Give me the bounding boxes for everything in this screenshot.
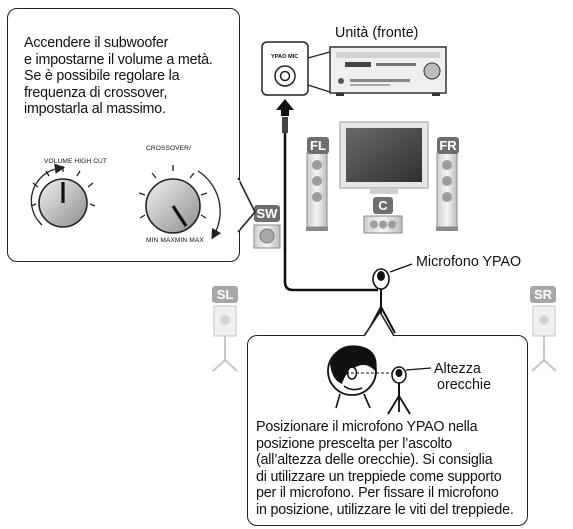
crossover-scale-label: MIN MAXMIN MAX	[146, 237, 204, 244]
front-left-speaker	[306, 152, 328, 231]
subwoofer-instructions-line: e impostarne il volume a metà.	[24, 51, 213, 68]
ear-height-label-line: Altezza	[434, 361, 481, 377]
ypao-mic-jack	[261, 41, 331, 96]
center-speaker	[363, 215, 403, 234]
tag-fl: FL	[307, 137, 329, 154]
tag-c: C	[373, 197, 393, 214]
ypao-mic-jack-label: YPAO MIC	[271, 54, 299, 60]
subwoofer-instructions-line: Se è possibile regolare la	[24, 68, 180, 85]
subwoofer-instructions-line: Accendere il subwoofer	[24, 35, 169, 51]
mic-instructions-text: Posizionare il microfono YPAO nella posi…	[256, 419, 524, 519]
av-receiver	[329, 46, 447, 96]
ear-height-label: Altezza orecchie	[434, 361, 491, 393]
crossover-knob-label: CROSSOVER/	[146, 145, 191, 152]
subwoofer-instructions-line: impostarla al massimo.	[24, 101, 166, 118]
unit-front-label: Unità (fronte)	[335, 25, 419, 41]
front-right-speaker	[436, 152, 458, 231]
tv-screen	[339, 121, 429, 194]
plug-in-arrow	[276, 99, 294, 116]
tag-sr: SR	[530, 286, 556, 303]
mic-label-leader	[389, 263, 413, 273]
ypao-mic-label: Microfono YPAO	[416, 254, 522, 270]
mic-instructions-line: posizione prescelta per l’ascolto	[256, 435, 453, 452]
subwoofer	[253, 224, 281, 249]
microphone-on-tripod	[366, 268, 396, 334]
volume-knob-label: VOLUME HIGH CUT	[44, 158, 108, 165]
mic-instructions-line: (all’altezza delle orecchie). Si consigl…	[256, 452, 493, 469]
tag-sl: SL	[212, 286, 238, 303]
mic-instructions-line: per il microfono. Per fissare il microfo…	[256, 485, 499, 502]
mic-plug	[282, 117, 288, 133]
mic-instructions-callout	[247, 335, 528, 526]
mic-instructions-line: di utilizzare un treppiede come supporto	[256, 468, 502, 485]
mic-cable	[283, 133, 378, 292]
mic-instructions-line: Posizionare il microfono YPAO nella	[256, 419, 478, 435]
subwoofer-instructions-line: frequenza di crossover,	[24, 84, 168, 101]
ear-height-label-line: orecchie	[437, 377, 492, 393]
tag-sw: SW	[254, 205, 280, 222]
surround-right-speaker	[531, 305, 557, 372]
subwoofer-instructions-text: Accendere il subwoofer e impostarne il v…	[24, 35, 232, 118]
mic-instructions-line: in posizione, utilizzare le viti del tre…	[256, 501, 514, 518]
tag-fr: FR	[437, 137, 459, 154]
surround-left-speaker	[212, 305, 238, 372]
